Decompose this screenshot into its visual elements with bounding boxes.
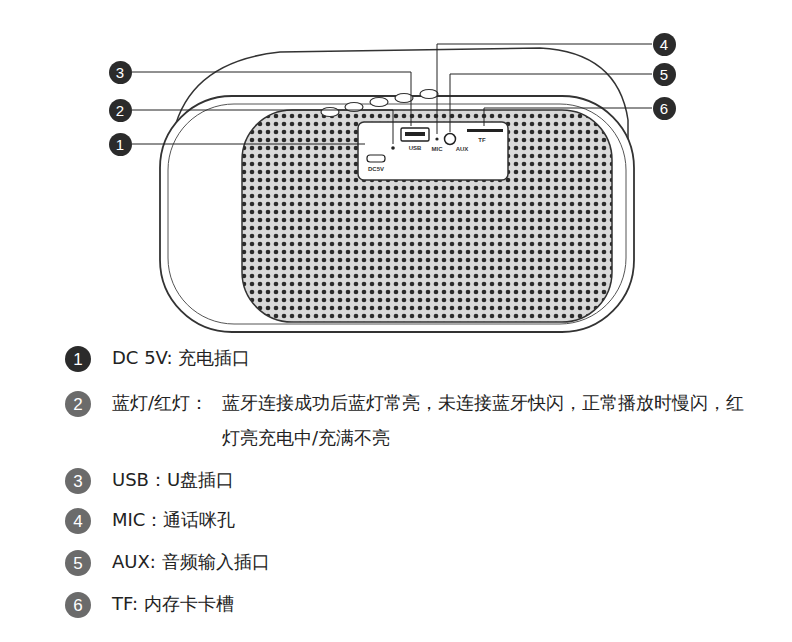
callout-circle: 5 bbox=[653, 63, 676, 86]
callout-number: 2 bbox=[73, 396, 82, 413]
callout-number: 3 bbox=[116, 65, 124, 80]
list-number-circle: 1 bbox=[65, 346, 91, 372]
leader-lines bbox=[132, 44, 652, 144]
description-text: TF: 内存卡卡槽 bbox=[112, 595, 234, 613]
control-buttons bbox=[321, 90, 438, 117]
description-text: AUX: 音频输入插口 bbox=[112, 553, 270, 571]
description-text: MIC：通话咪孔 bbox=[112, 511, 235, 529]
port-label: USB bbox=[409, 145, 422, 151]
description-heading: 蓝灯/红灯： bbox=[112, 394, 208, 412]
port-label: MIC bbox=[432, 146, 443, 152]
callout-number: 4 bbox=[660, 37, 668, 52]
callout-number: 6 bbox=[73, 597, 82, 614]
dc-port bbox=[367, 155, 385, 162]
port-label: DC5V bbox=[368, 166, 384, 172]
led-indicator bbox=[391, 146, 395, 150]
description-text: 蓝牙连接成功后蓝灯常亮，未连接蓝牙快闪，正常播放时慢闪，红灯亮充电中/充满不亮 bbox=[222, 385, 752, 455]
speaker-grille bbox=[242, 110, 612, 322]
aux-port bbox=[445, 134, 456, 145]
callout-circle: 4 bbox=[653, 33, 676, 56]
list-number-circle: 2 bbox=[65, 391, 91, 417]
callout-circle: 3 bbox=[109, 61, 132, 84]
callout-circle: 2 bbox=[109, 99, 132, 122]
usb-port bbox=[401, 128, 429, 141]
callout-circle: 1 bbox=[109, 133, 132, 156]
callout-number: 6 bbox=[660, 101, 668, 116]
port-label: AUX bbox=[456, 146, 469, 152]
list-number-circle: 6 bbox=[65, 592, 91, 618]
list-number-circle: 5 bbox=[65, 550, 91, 576]
usb-port-tongue bbox=[405, 132, 425, 136]
port-label: TF bbox=[478, 137, 485, 143]
speaker-body bbox=[160, 96, 634, 332]
list-number-circle: 4 bbox=[65, 508, 91, 534]
tf-slot bbox=[467, 129, 503, 132]
list-number-circle: 3 bbox=[65, 468, 91, 494]
callout-circle: 6 bbox=[653, 97, 676, 120]
port-panel bbox=[358, 122, 508, 180]
callout-number: 2 bbox=[116, 103, 124, 118]
description-text: USB：U盘插口 bbox=[112, 471, 234, 489]
callout-number: 5 bbox=[660, 67, 668, 82]
callout-number: 4 bbox=[73, 513, 82, 530]
speaker-rim bbox=[168, 104, 626, 324]
callout-number: 3 bbox=[73, 473, 82, 490]
mic-hole bbox=[435, 137, 438, 140]
callout-number: 1 bbox=[73, 351, 82, 368]
callout-number: 1 bbox=[116, 137, 124, 152]
callout-number: 5 bbox=[73, 555, 82, 572]
description-text: DC 5V: 充电插口 bbox=[112, 349, 250, 367]
